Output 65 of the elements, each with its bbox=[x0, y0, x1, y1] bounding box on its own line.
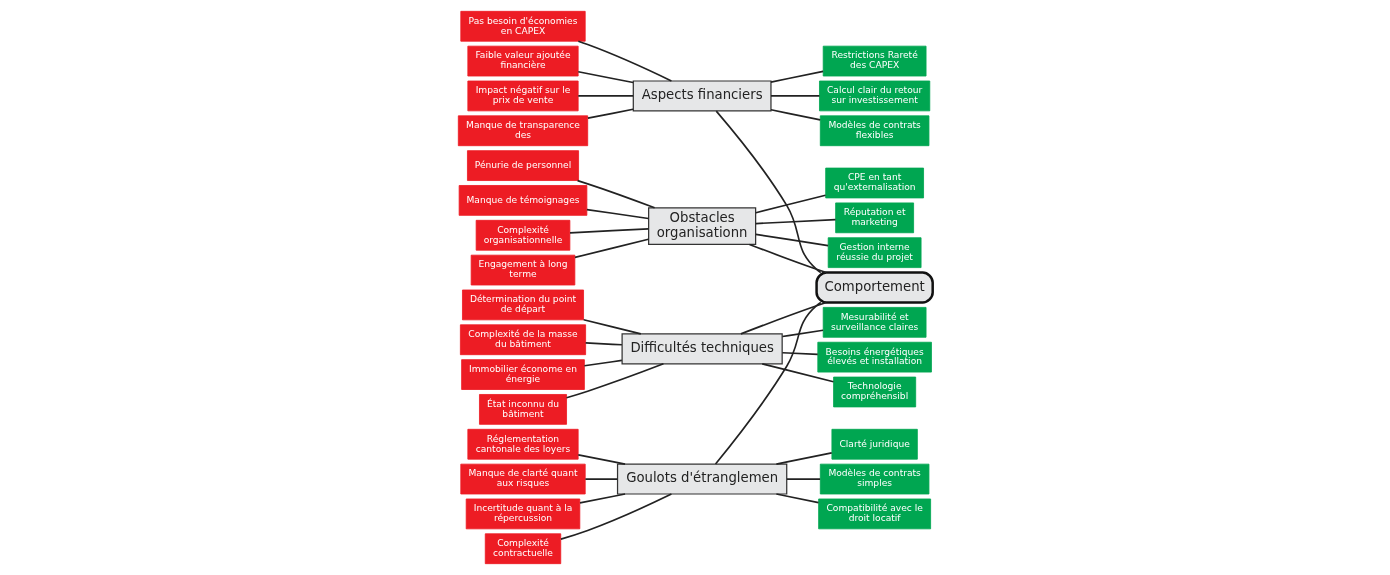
node-box: Calcul clair du retour sur investissement bbox=[818, 80, 930, 112]
node-box: Mesurabilité et surveillance claires bbox=[822, 307, 926, 338]
node-box: Impact négatif sur le prix de vente bbox=[466, 80, 579, 112]
node-box: CPE en tant qu'externalisation bbox=[824, 167, 924, 199]
connector bbox=[748, 243, 827, 274]
connector bbox=[775, 493, 819, 504]
node-box: Difficultés techniques bbox=[621, 333, 783, 365]
connector bbox=[568, 228, 649, 234]
connector bbox=[586, 108, 634, 119]
connector bbox=[577, 40, 672, 82]
node-box: Immobilier économe en énergie bbox=[460, 359, 585, 390]
connector bbox=[578, 493, 626, 504]
node-box: Réputation et marketing bbox=[834, 202, 914, 234]
node-box: Besoins énergétiques élevés et installation bbox=[816, 341, 932, 373]
connector bbox=[584, 342, 623, 346]
node-box: Goulots d'étranglemen bbox=[616, 463, 787, 495]
connector bbox=[583, 359, 623, 367]
connector bbox=[769, 95, 820, 97]
node-box: Manque de transparence des bbox=[457, 115, 588, 147]
node-box: Aspects financiers bbox=[632, 80, 772, 112]
connector bbox=[781, 329, 824, 338]
node-box: État inconnu du bâtiment bbox=[478, 394, 567, 425]
node-box: Réglementation cantonale des loyers bbox=[466, 428, 579, 460]
connector bbox=[754, 194, 826, 214]
node-box: Gestion interne réussie du projet bbox=[827, 237, 921, 268]
node-box: Pas besoin d'économies en CAPEX bbox=[459, 10, 586, 42]
connector bbox=[769, 70, 824, 83]
connector bbox=[576, 454, 626, 465]
node-box: Complexité de la masse du bâtiment bbox=[459, 324, 586, 356]
node-box: Complexité contractuelle bbox=[484, 533, 561, 565]
node-box: Complexité organisationnelle bbox=[475, 219, 570, 251]
node-box: Manque de témoignages bbox=[458, 185, 587, 216]
connector bbox=[714, 301, 822, 465]
connector bbox=[739, 301, 827, 335]
connector bbox=[576, 179, 655, 209]
node-box: Modèles de contrats flexibles bbox=[819, 115, 929, 147]
node-box: Compatibilité avec le droit locatif bbox=[817, 498, 931, 530]
node-box: Engagement à long terme bbox=[470, 254, 575, 286]
connector bbox=[785, 478, 821, 480]
node-box: Manque de clarté quant aux risques bbox=[459, 463, 586, 495]
node-box: Détermination du point de départ bbox=[461, 289, 584, 321]
node-box: Incertitude quant à la répercussion bbox=[465, 498, 580, 530]
connector bbox=[760, 363, 834, 383]
node-box: Comportement bbox=[814, 271, 934, 304]
node-box: Restrictions Rareté des CAPEX bbox=[822, 45, 926, 77]
connector bbox=[573, 238, 649, 259]
connector bbox=[576, 70, 634, 84]
node-box: Obstacles organisationn bbox=[647, 207, 756, 245]
connector bbox=[754, 218, 836, 225]
connector bbox=[582, 318, 642, 335]
connector bbox=[584, 478, 618, 480]
connector bbox=[585, 208, 649, 220]
connector bbox=[775, 452, 833, 465]
connector bbox=[565, 363, 664, 399]
connector bbox=[754, 233, 829, 247]
node-box: Technologie compréhensibl bbox=[832, 376, 916, 408]
connector bbox=[714, 110, 822, 274]
connector bbox=[781, 351, 819, 356]
node-box: Clarté juridique bbox=[831, 428, 918, 460]
connector bbox=[769, 108, 821, 121]
node-box: Pénurie de personnel bbox=[466, 150, 579, 181]
connector bbox=[559, 493, 672, 540]
node-box: Faible valeur ajoutée financière bbox=[466, 45, 579, 77]
connector bbox=[576, 95, 634, 97]
node-box: Modèles de contrats simples bbox=[819, 463, 929, 495]
